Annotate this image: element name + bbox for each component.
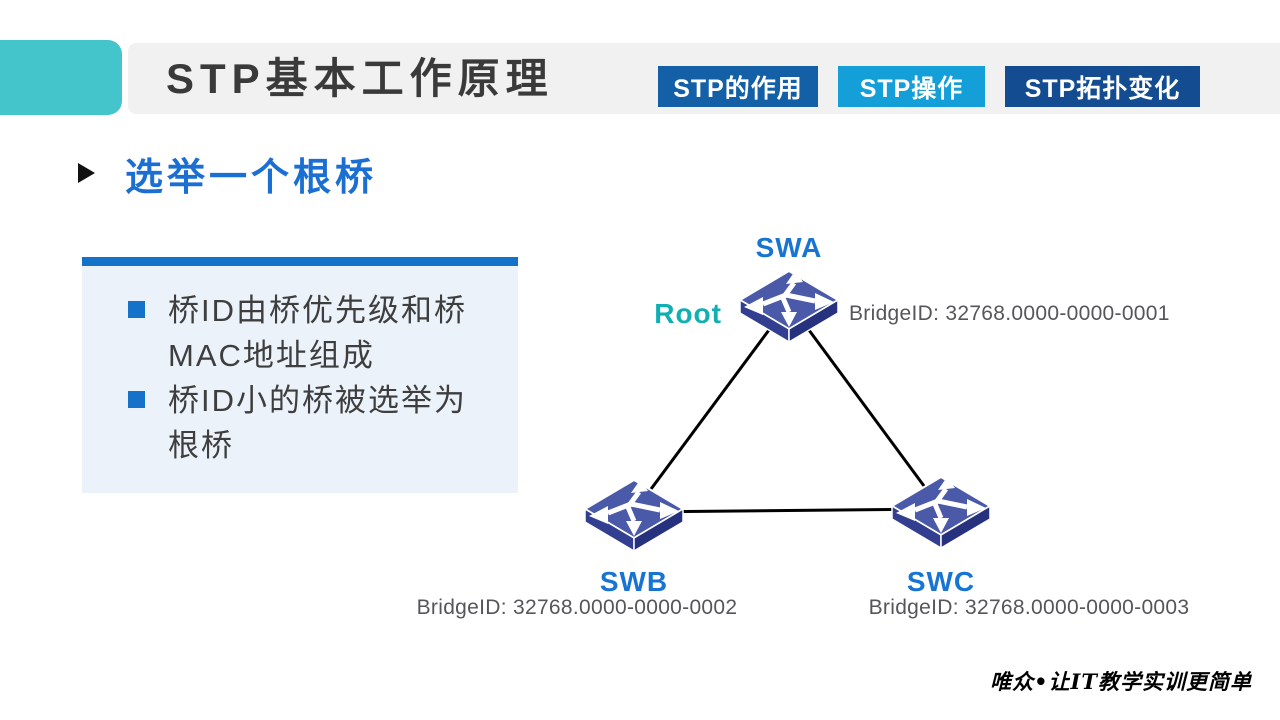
tab-label: STP的作用 — [673, 74, 803, 103]
switch-icon-swa — [736, 268, 842, 348]
node-label-swa: SWA — [755, 232, 823, 263]
list-item: 桥ID小的桥被选举为 根桥 — [128, 378, 510, 468]
bullet-text-line: 根桥 — [168, 428, 234, 463]
node-label-swc: SWC — [906, 566, 976, 597]
bridge-id-swa: BridgeID: 32768.0000-0000-0001 — [849, 302, 1170, 325]
triangle-bullet-icon — [78, 163, 95, 183]
tab-stp-purpose[interactable]: STP的作用 — [658, 66, 818, 107]
watermark: 唯众•让IT教学实训更简单 — [990, 669, 1252, 694]
switch-icon-swb — [581, 477, 687, 557]
header-accent-block — [0, 40, 122, 115]
section-heading: 选举一个根桥 — [125, 157, 378, 199]
tab-stp-operation[interactable]: STP操作 — [838, 66, 985, 107]
info-box-accent-bar — [82, 257, 518, 266]
tab-label: STP拓扑变化 — [1024, 74, 1181, 103]
square-bullet-icon — [128, 391, 145, 408]
bullet-text-line: 桥ID由桥优先级和桥 — [168, 293, 467, 328]
switch-icon-swc — [888, 474, 994, 554]
bridge-id-swb: BridgeID: 32768.0000-0000-0002 — [416, 596, 738, 619]
root-label: Root — [654, 298, 722, 329]
node-label-swb: SWB — [599, 566, 669, 597]
info-box: 桥ID由桥优先级和桥 MAC地址组成 桥ID小的桥被选举为 根桥 — [82, 266, 518, 493]
bullet-text-line: MAC地址组成 — [168, 338, 375, 373]
page-title: STP基本工作原理 — [166, 55, 554, 102]
bullet-text-line: 桥ID小的桥被选举为 — [168, 383, 467, 418]
bridge-id-swc: BridgeID: 32768.0000-0000-0003 — [868, 596, 1190, 619]
square-bullet-icon — [128, 301, 145, 318]
list-item: 桥ID由桥优先级和桥 MAC地址组成 — [128, 288, 510, 378]
tab-label: STP操作 — [859, 74, 964, 103]
tab-stp-topology-change[interactable]: STP拓扑变化 — [1005, 66, 1200, 107]
